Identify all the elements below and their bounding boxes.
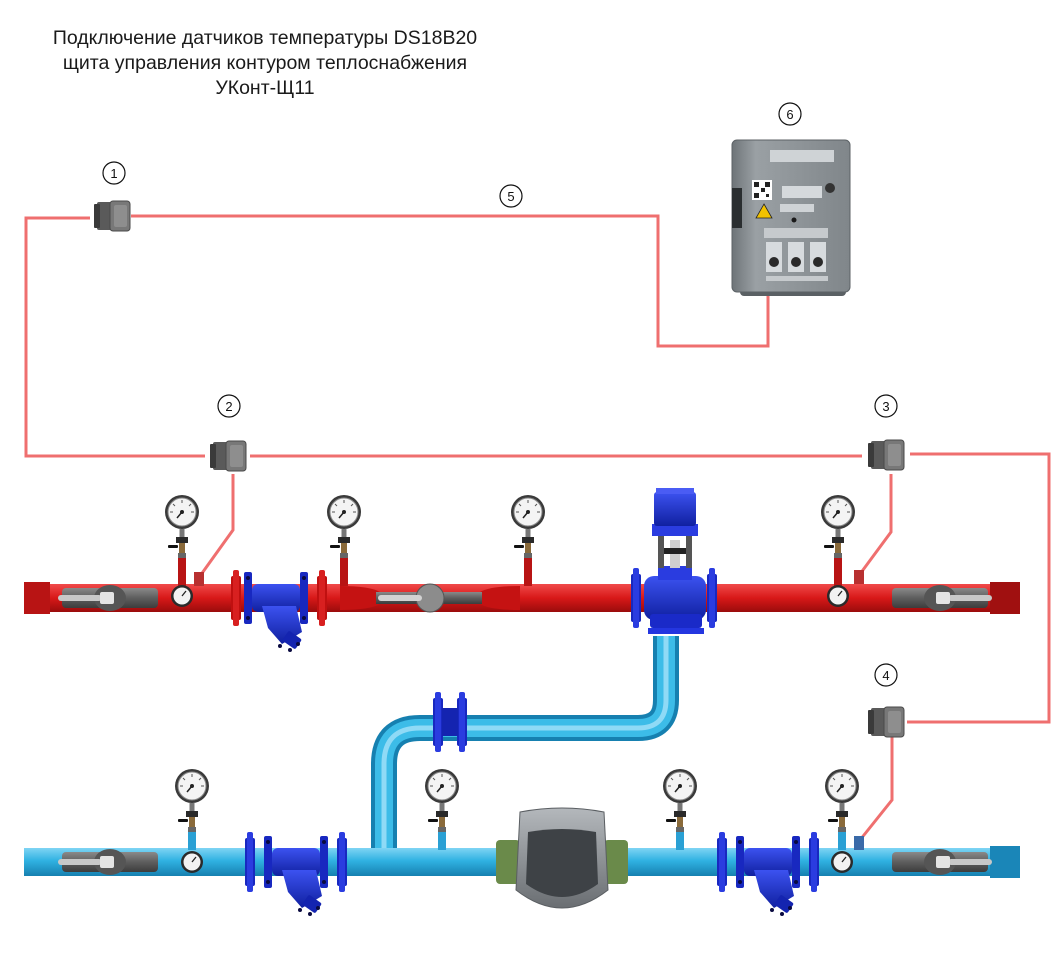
svg-text:4: 4 bbox=[882, 668, 889, 683]
callout-1: 1 bbox=[102, 161, 126, 185]
callout-5: 5 bbox=[499, 184, 523, 208]
bypass-pipe bbox=[371, 636, 679, 852]
bypass-flange bbox=[433, 692, 467, 752]
title-line-3: УКонт-Щ11 bbox=[215, 77, 315, 99]
control-cabinet-icon bbox=[731, 139, 851, 296]
heat-meter-icon bbox=[496, 807, 628, 909]
junction-box-icon bbox=[93, 200, 131, 232]
svg-text:1: 1 bbox=[110, 166, 117, 181]
ball-valve-icon bbox=[58, 585, 158, 611]
pressure-gauge-icon bbox=[326, 494, 362, 559]
callout-4: 4 bbox=[874, 663, 898, 687]
title-line-2: щита управления контуром теплоснабжения bbox=[62, 52, 468, 74]
svg-text:2: 2 bbox=[225, 399, 232, 414]
ball-valve-icon bbox=[378, 583, 445, 613]
pressure-gauge-icon bbox=[164, 494, 200, 559]
junction-box-icon bbox=[867, 439, 905, 471]
sensor-cable bbox=[24, 214, 1051, 841]
control-valve-icon bbox=[631, 488, 717, 634]
thermometer-icon bbox=[170, 584, 194, 608]
ball-valve-icon bbox=[892, 585, 992, 611]
ball-valve-icon bbox=[892, 849, 992, 875]
svg-text:3: 3 bbox=[882, 399, 889, 414]
pressure-gauge-icon bbox=[662, 768, 698, 833]
junction-box-icon bbox=[867, 706, 905, 738]
supply-pipeline bbox=[24, 488, 1020, 652]
title-line-1: Подключение датчиков температуры DS18B20 bbox=[52, 27, 478, 49]
pressure-gauge-icon bbox=[510, 494, 546, 559]
thermometer-icon bbox=[830, 850, 854, 874]
callout-2: 2 bbox=[217, 394, 241, 418]
thermometer-icon bbox=[826, 584, 850, 608]
junction-box-icon bbox=[209, 440, 247, 472]
callout-3: 3 bbox=[874, 394, 898, 418]
pressure-gauge-icon bbox=[174, 768, 210, 833]
diagram-title: Подключение датчиков температуры DS18B20… bbox=[20, 26, 510, 101]
return-pipeline bbox=[24, 768, 1020, 916]
svg-text:6: 6 bbox=[786, 107, 793, 122]
callout-6: 6 bbox=[778, 102, 802, 126]
pressure-gauge-icon bbox=[820, 494, 856, 559]
pressure-gauge-icon bbox=[824, 768, 860, 833]
thermometer-icon bbox=[180, 850, 204, 874]
ball-valve-icon bbox=[58, 849, 158, 875]
pressure-gauge-icon bbox=[424, 768, 460, 833]
svg-text:5: 5 bbox=[507, 189, 514, 204]
